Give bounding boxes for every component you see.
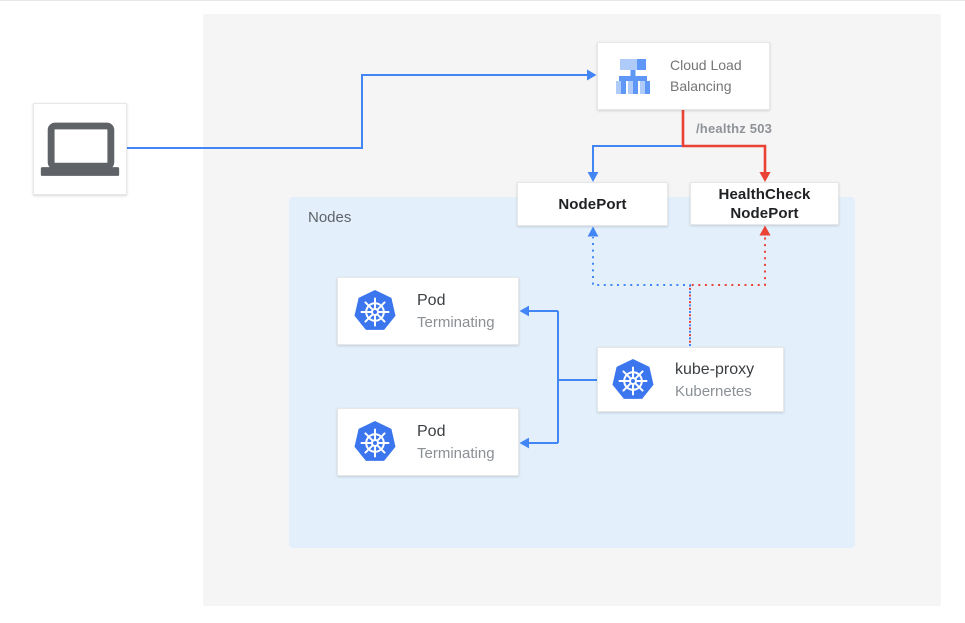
kubernetes-icon — [611, 358, 655, 402]
pod-1-status: Terminating — [417, 314, 495, 331]
healthz-edge-label: /healthz 503 — [696, 121, 773, 136]
pod-2-status: Terminating — [417, 445, 495, 462]
kube-proxy-node: kube-proxy Kubernetes — [597, 347, 784, 412]
cloud-load-balancing-node: Cloud Load Balancing — [597, 42, 770, 110]
pod-node-2: Pod Terminating — [337, 408, 519, 476]
pod-node-1: Pod Terminating — [337, 277, 519, 345]
pod-2-title: Pod — [417, 423, 446, 440]
healthcheck-nodeport-node: HealthCheck NodePort — [690, 182, 839, 225]
nodeport-node: NodePort — [517, 182, 668, 226]
nodes-label: Nodes — [308, 209, 352, 226]
top-divider — [0, 0, 965, 1]
healthcheck-nodeport-label: HealthCheck NodePort — [718, 185, 811, 222]
cloud-load-balancing-label: Cloud Load Balancing — [670, 57, 742, 94]
kubernetes-icon — [353, 289, 397, 333]
kube-proxy-title: kube-proxy — [675, 360, 755, 378]
kube-proxy-subtitle: Kubernetes — [675, 382, 752, 400]
client-device-node — [33, 103, 127, 195]
kubernetes-icon — [353, 420, 397, 464]
pod-1-title: Pod — [417, 292, 446, 309]
nodeport-label: NodePort — [558, 195, 627, 213]
laptop-icon — [40, 122, 120, 176]
load-balancer-icon — [616, 59, 650, 94]
